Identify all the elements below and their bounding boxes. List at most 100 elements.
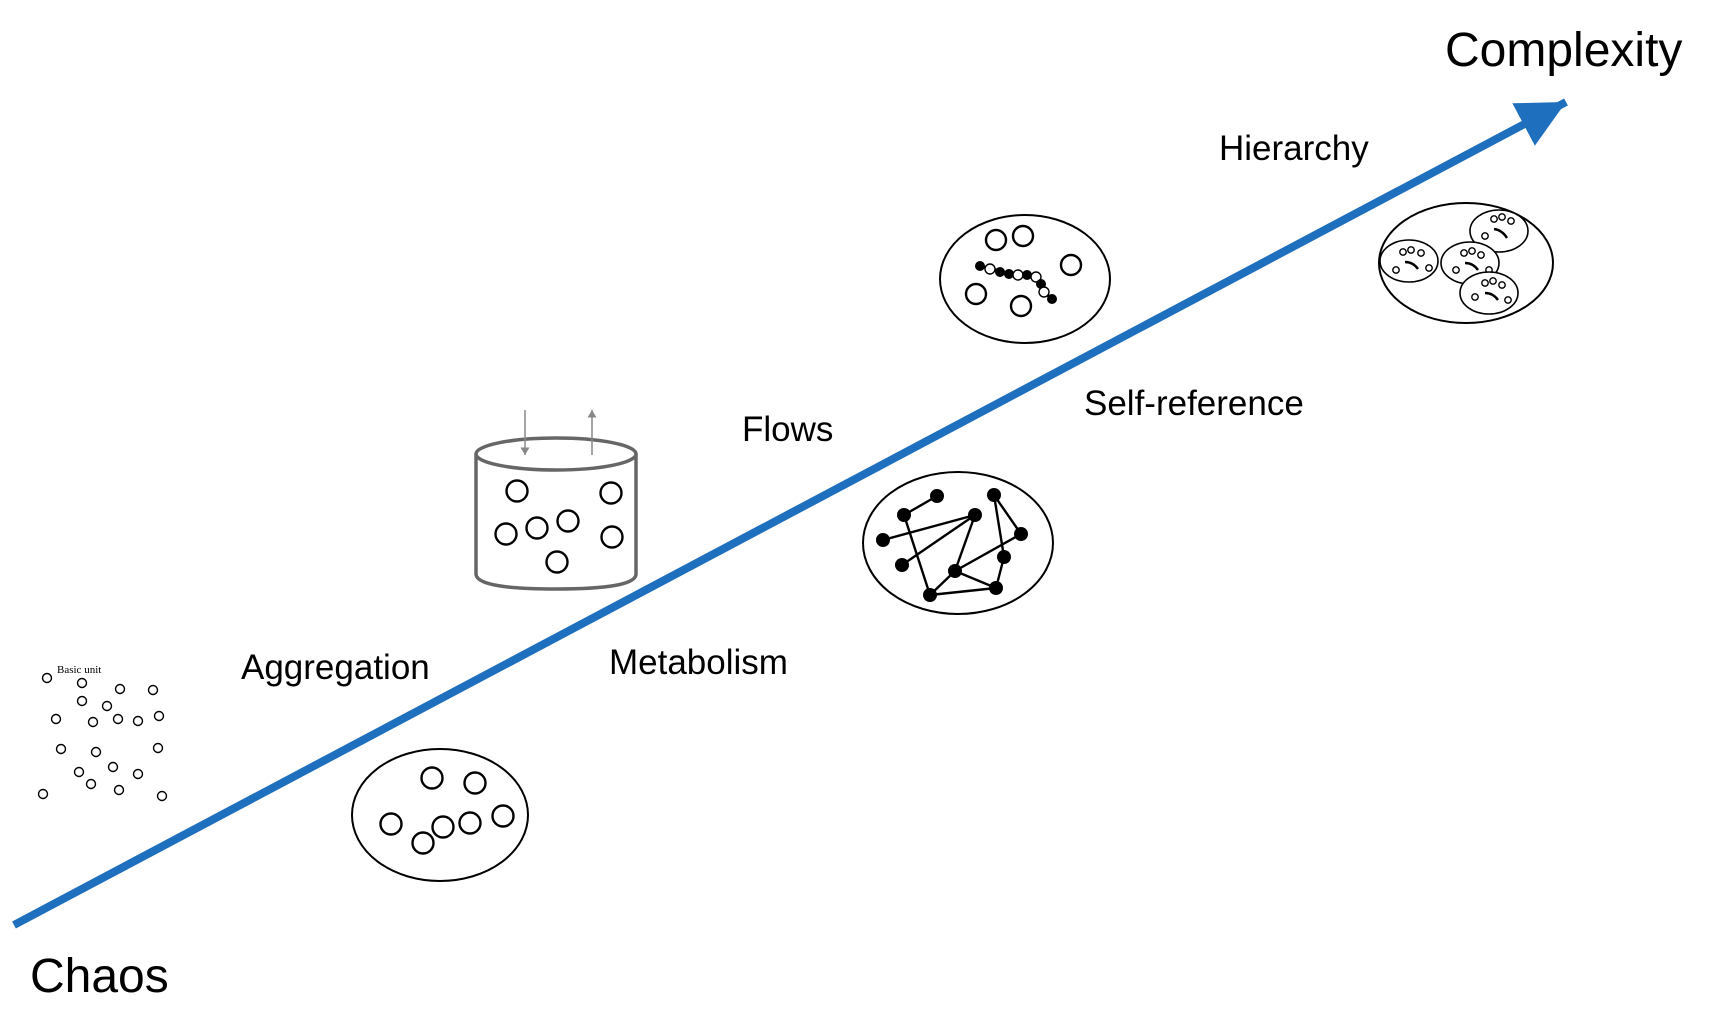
unit [1498,213,1506,221]
basic-unit [112,713,124,725]
basic-unit [41,672,53,684]
unit [1417,249,1425,257]
basic-unit [113,784,125,796]
basic-unit [85,778,97,790]
edge [992,494,1006,558]
basic-unit [76,695,88,707]
unit [1489,277,1497,285]
basic-unit [37,788,49,800]
node [923,588,937,602]
cylinder-body [474,454,638,591]
edge [929,586,997,597]
stage-label-metabolism: Metabolism [609,643,788,682]
metabolism-boundary [862,471,1054,615]
node [895,558,909,572]
node [1014,527,1028,541]
hierarchy-outer-boundary [1378,202,1554,324]
chain-link [1404,260,1419,270]
aggregation-illustration [351,748,529,882]
unit [1504,296,1512,304]
basic-unit-label: Basic unit [57,664,101,676]
unit [1477,251,1485,259]
self-reference-illustration [939,214,1111,344]
basic-unit [132,715,144,727]
unit [1490,215,1498,223]
chain-link [1484,291,1499,301]
edge [993,494,1022,535]
chain-node [984,263,996,275]
self-reference-boundary [939,214,1111,344]
unit [1059,253,1083,277]
node [876,533,890,547]
basic-unit [114,683,126,695]
basic-unit [101,700,113,712]
chain-node [975,261,985,271]
chain-node [1004,269,1014,279]
basic-unit [90,746,102,758]
chain-node [1047,294,1057,304]
stage-label-self-reference: Self-reference [1084,384,1304,423]
unit [1460,249,1468,257]
stage-label-aggregation: Aggregation [241,648,430,687]
chain-node [995,267,1005,277]
unit [1452,266,1460,274]
unit [420,766,444,790]
stage-label-hierarchy: Hierarchy [1219,129,1369,168]
edge [901,514,976,566]
sub-system-boundary [1379,239,1439,283]
unit [505,479,529,503]
basic-unit [152,742,164,754]
sub-system [1379,239,1439,283]
unit [1481,279,1489,287]
unit [411,831,435,855]
network-nodes [876,488,1028,602]
basic-unit [50,713,62,725]
basic-unit [132,768,144,780]
edge [954,569,997,590]
node [987,488,1001,502]
stage-label-flows: Flows [742,410,833,449]
unit [1498,281,1506,289]
edge [953,514,977,572]
chain-node [1030,271,1042,283]
unit [1399,248,1407,256]
unit [458,811,482,835]
unit [1392,266,1400,274]
unit [1407,246,1415,254]
node [997,550,1011,564]
unit [1471,293,1479,301]
sub-system [1459,271,1519,315]
basic-unit [107,761,119,773]
unit [599,481,623,505]
unit [494,522,518,546]
hierarchy-illustration [1378,202,1554,324]
cylinder-top [474,436,638,472]
unit [964,282,988,306]
basic-unit [73,766,85,778]
basic-unit [147,684,159,696]
chain-node [1038,286,1050,298]
unit [1009,294,1033,318]
complexity-label: Complexity [1445,24,1682,77]
edge [954,532,1022,573]
basic-units-scatter: Basic unit [37,664,168,802]
unit [600,525,624,549]
unit [1468,247,1476,255]
chain-link [1493,227,1509,239]
edge [882,513,976,542]
basic-unit [153,710,165,722]
basic-unit [55,743,67,755]
unit [525,516,549,540]
basic-unit [76,677,88,689]
unit [431,815,455,839]
chain-node [1022,270,1032,280]
basic-unit [156,790,168,802]
unit [1011,224,1035,248]
node [968,508,982,522]
unit [1507,217,1515,225]
sub-system [1469,209,1529,253]
node [948,564,962,578]
complexity-axis-arrow [12,98,1568,929]
unit [984,228,1008,252]
